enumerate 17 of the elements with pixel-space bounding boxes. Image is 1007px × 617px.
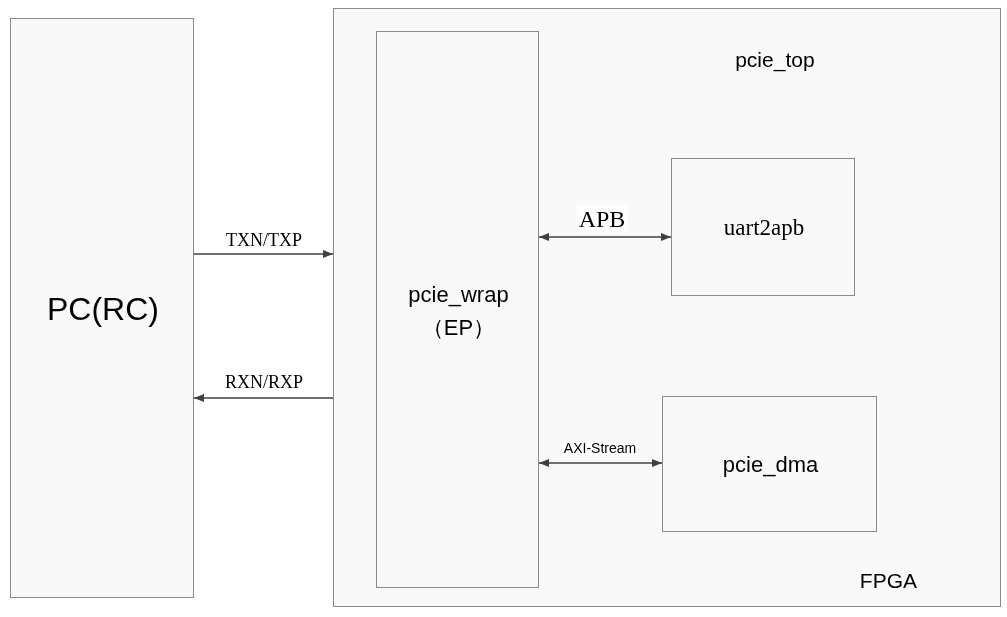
arrow (538, 459, 663, 467)
arrow (193, 394, 334, 402)
arrow (538, 233, 672, 241)
edge-label: APB (576, 205, 628, 233)
box-label: PC(RC) (47, 290, 159, 328)
fpga-box (333, 8, 1001, 607)
box-label: FPGA (859, 569, 918, 594)
box-label: pcie_top (735, 47, 815, 72)
box-label: uart2apb (723, 215, 805, 241)
module-box (671, 158, 855, 296)
module-box (376, 31, 539, 588)
module-box (10, 18, 194, 598)
arrow (193, 250, 334, 258)
box-label: pcie_dma (722, 452, 819, 478)
module-box (662, 396, 877, 532)
box-label: pcie_wrap （EP） (407, 280, 510, 342)
edge-label: AXI-Stream (561, 440, 639, 456)
